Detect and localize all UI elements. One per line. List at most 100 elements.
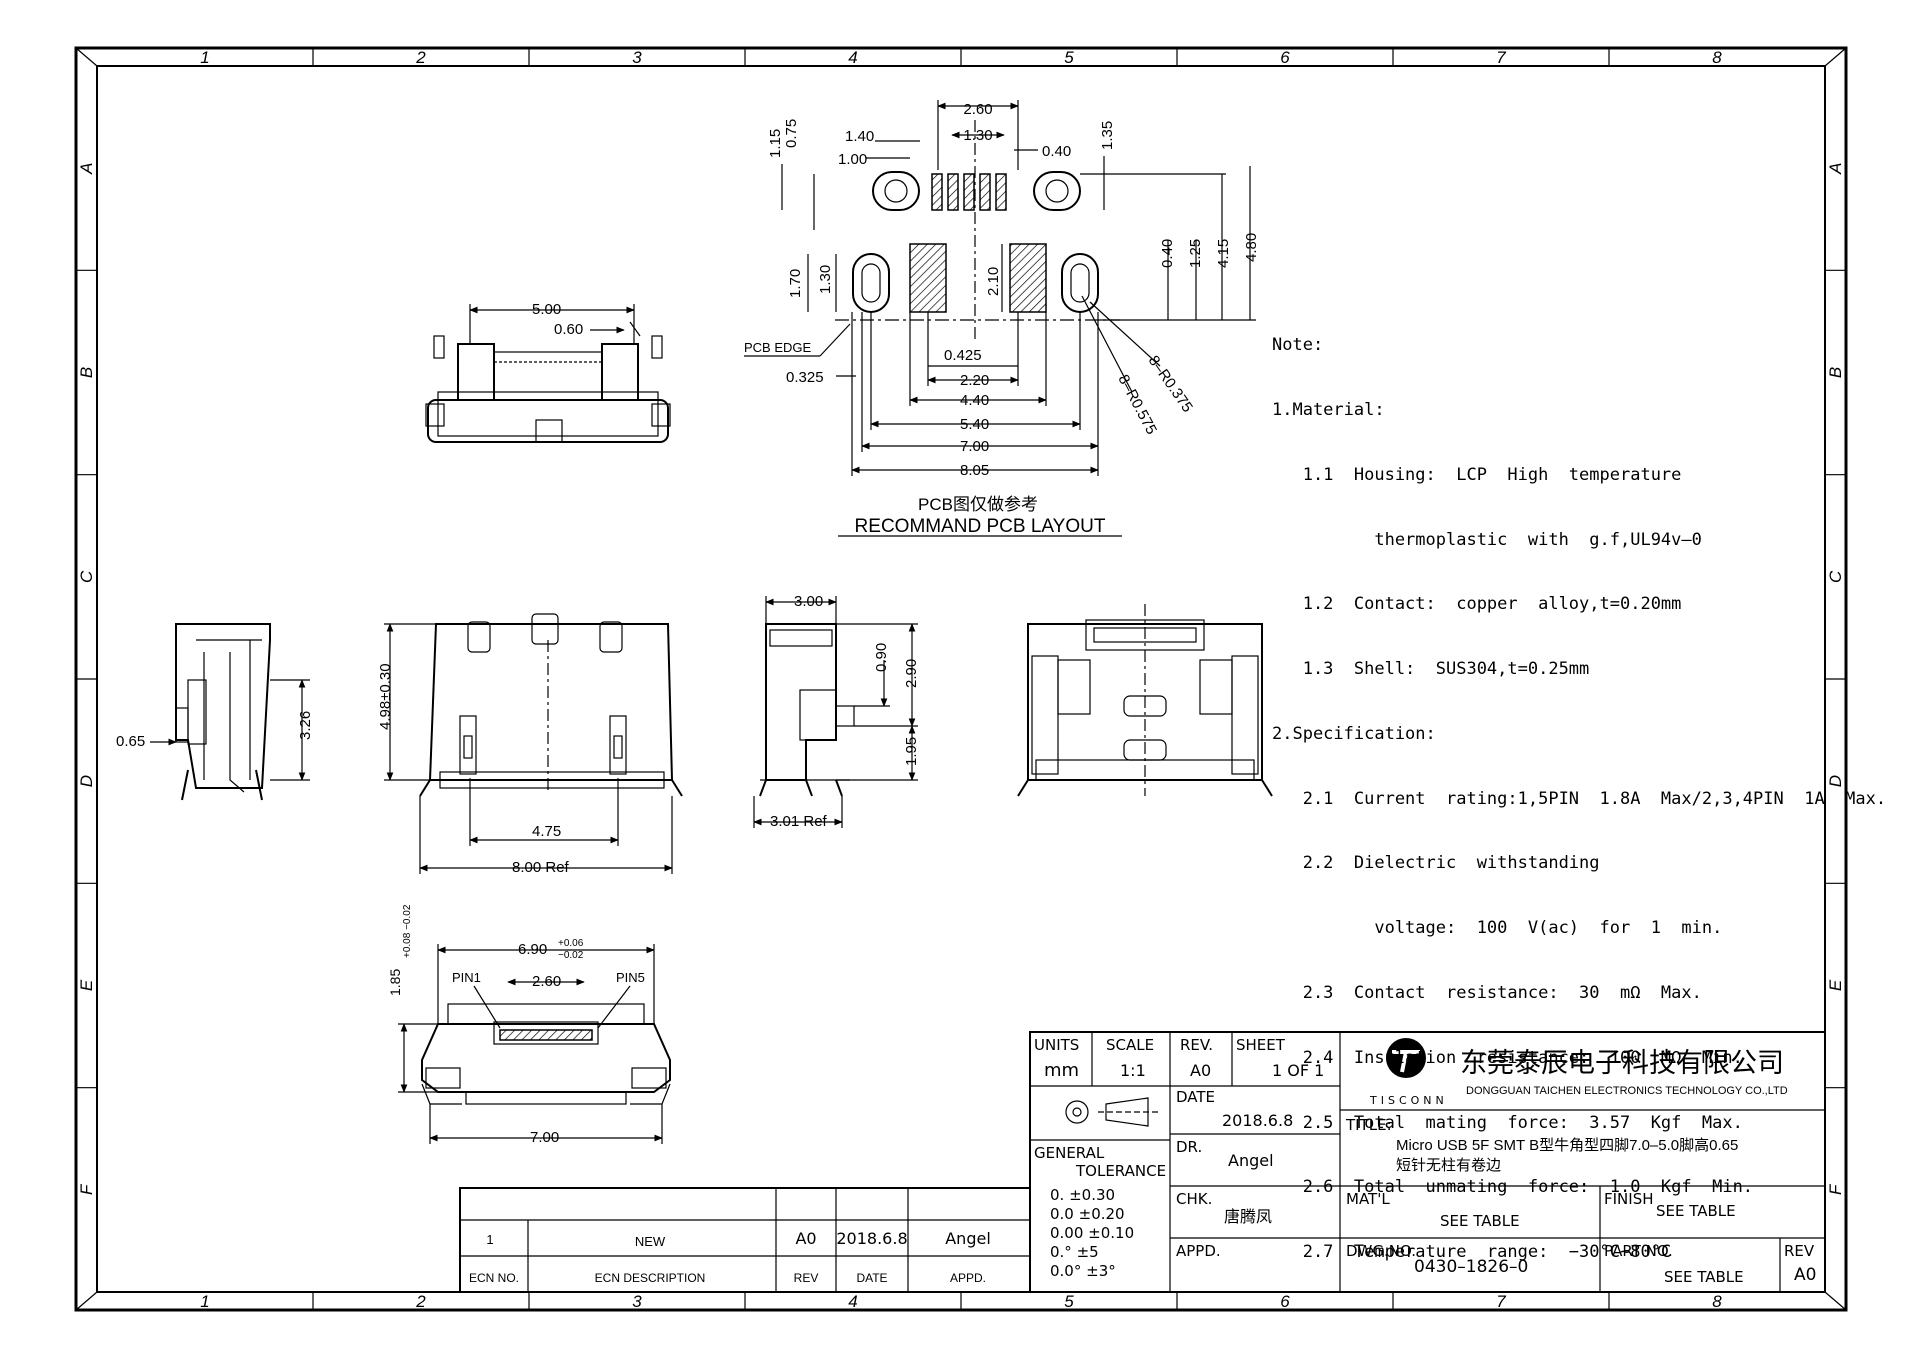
note-line: 2.5 Total mating force: 3.57 Kgf Max. — [1272, 1112, 1743, 1133]
dim-0.65: 0.65 — [116, 733, 145, 750]
dim-8.00-ref: 8.00 Ref — [512, 859, 570, 876]
scale-value: 1:1 — [1120, 1061, 1146, 1080]
pin5-label: PIN5 — [616, 970, 645, 985]
dim-8.05: 8.05 — [960, 462, 989, 479]
ecn-date: 2018.6.8 — [836, 1229, 907, 1248]
pcb-edge-label: PCB EDGE — [744, 340, 812, 355]
note-line: 1.3 Shell: SUS304,t=0.25mm — [1272, 659, 1590, 680]
drawn-by-value: Angel — [1228, 1151, 1274, 1170]
pcb-oval-pad — [872, 171, 920, 211]
column-label: 8 — [1712, 48, 1722, 67]
ecn-description: NEW — [635, 1234, 666, 1249]
column-label: 2 — [415, 1292, 426, 1311]
drawing-number-label: DWG.NO. — [1346, 1242, 1416, 1260]
dim-5.40: 5.40 — [960, 416, 989, 433]
column-label: 7 — [1496, 48, 1506, 67]
side-view: 3.26 0.65 — [116, 623, 314, 801]
pcb-oval-hole — [861, 263, 881, 303]
tolerance-row: 0.° ±5 — [1050, 1243, 1099, 1261]
dim-0.60: 0.60 — [554, 321, 583, 338]
ecn-approved: Angel — [945, 1229, 991, 1248]
rear-view — [1017, 604, 1273, 797]
pin1-label: PIN1 — [452, 970, 481, 985]
revision-label: REV — [1784, 1242, 1815, 1260]
dim-0.90: 0.90 — [873, 643, 890, 672]
dim-4.98: 4.98±0.30 — [377, 663, 394, 730]
dim-1.35: 1.35 — [1099, 121, 1116, 150]
note-line: 2.3 Contact resistance: 30 mΩ Max. — [1272, 983, 1702, 1003]
pcb-oval-hole — [1070, 263, 1090, 303]
dim-4.75: 4.75 — [532, 823, 561, 840]
dim-1.95: 1.95 — [903, 737, 920, 766]
note-line: thermoplastic with g.f,UL94v–0 — [1272, 529, 1702, 550]
column-label: 8 — [1712, 1292, 1722, 1311]
row-label: E — [1826, 979, 1845, 991]
revision-value: A0 — [1794, 1265, 1816, 1285]
row-label: E — [77, 979, 96, 991]
row-label: B — [1826, 367, 1845, 378]
row-label: D — [1826, 775, 1845, 787]
front-view: 4.98±0.30 4.75 8.00 Ref — [377, 613, 683, 876]
dim-6.90: 6.90 — [518, 941, 547, 958]
note-line: 2.1 Current rating:1,5PIN 1.8A Max/2,3,4… — [1272, 788, 1887, 809]
note-line: 2.6 Total unmating force: 1.0 Kgf Min. — [1272, 1177, 1754, 1198]
specification-notes: Note: 1.Material: 1.1 Housing: LCP High … — [1272, 292, 1886, 1285]
note-line: 2.7 Temperature range: −30°C~80°C — [1272, 1242, 1672, 1263]
tolerance-label: TOLERANCE — [1075, 1162, 1166, 1180]
tolerance-row: 0.0 ±0.20 — [1050, 1205, 1125, 1223]
dim-radius-0.575: 8–R0.575 — [1114, 372, 1160, 437]
row-label: D — [77, 775, 96, 787]
dim-2.20: 2.20 — [960, 372, 989, 389]
dim-1.15: 1.15 — [767, 129, 784, 158]
note-line: voltage: 100 V(ac) for 1 min. — [1272, 918, 1723, 939]
note-line: 1.Material: — [1272, 399, 1385, 420]
ecn-header-date: DATE — [856, 1271, 887, 1285]
dim-0.75: 0.75 — [783, 119, 800, 148]
column-label: 3 — [632, 48, 642, 67]
logo-text: TISCONN — [1369, 1094, 1448, 1107]
pcb-oval-pad — [852, 253, 890, 313]
tolerance-row: 0.0° ±3° — [1050, 1262, 1116, 1280]
dim-6.90-tol-upper: +0.06 — [558, 938, 584, 949]
rev-value: A0 — [1190, 1061, 1211, 1080]
column-label: 4 — [848, 1292, 857, 1311]
pcb-oval-pad — [1033, 171, 1081, 211]
row-label: F — [77, 1183, 96, 1195]
part-number-value: SEE TABLE — [1664, 1268, 1744, 1286]
pcb-ground-pad — [1009, 243, 1047, 313]
pcb-oval-hole — [1045, 179, 1069, 203]
date-label: DATE — [1176, 1088, 1215, 1106]
dim-6.90-tol-lower: −0.02 — [558, 950, 584, 961]
dim-4.40: 4.40 — [960, 392, 989, 409]
column-label: 2 — [415, 48, 426, 67]
dim-5.00: 5.00 — [532, 301, 561, 318]
pcb-signal-pad — [995, 173, 1007, 211]
mouth-view: 6.90 +0.06 −0.02 1.85 +0.08 −0.02 PIN1 P… — [387, 904, 671, 1146]
dim-1.85: 1.85 — [387, 969, 403, 996]
column-label: 5 — [1064, 48, 1074, 67]
dim-0.325: 0.325 — [786, 369, 824, 386]
ecn-header-no: ECN NO. — [469, 1271, 519, 1285]
dim-1.30-pad: 1.30 — [817, 265, 834, 294]
pcb-ground-pad — [909, 243, 947, 313]
dim-4.15: 4.15 — [1215, 239, 1232, 268]
sheet-label: SHEET — [1236, 1036, 1286, 1054]
ecn-header-description: ECN DESCRIPTION — [595, 1271, 706, 1285]
column-label: 5 — [1064, 1292, 1074, 1311]
dim-1.70: 1.70 — [787, 269, 804, 298]
part-number-label: PART NO. — [1604, 1242, 1673, 1260]
note-line: 1.1 Housing: LCP High temperature — [1272, 464, 1682, 485]
column-label: 3 — [632, 1292, 642, 1311]
dim-2.60-pins: 2.60 — [532, 973, 561, 990]
dim-7.00-width: 7.00 — [530, 1129, 559, 1146]
units-label: UNITS — [1034, 1036, 1079, 1054]
rev-label: REV. — [1180, 1036, 1213, 1054]
notes-title: Note: — [1272, 335, 1324, 356]
dim-2.60: 2.60 — [963, 101, 992, 118]
dim-1.00: 1.00 — [838, 151, 867, 168]
column-label: 1 — [200, 1292, 209, 1311]
title-label: TITLE: — [1345, 1116, 1392, 1134]
